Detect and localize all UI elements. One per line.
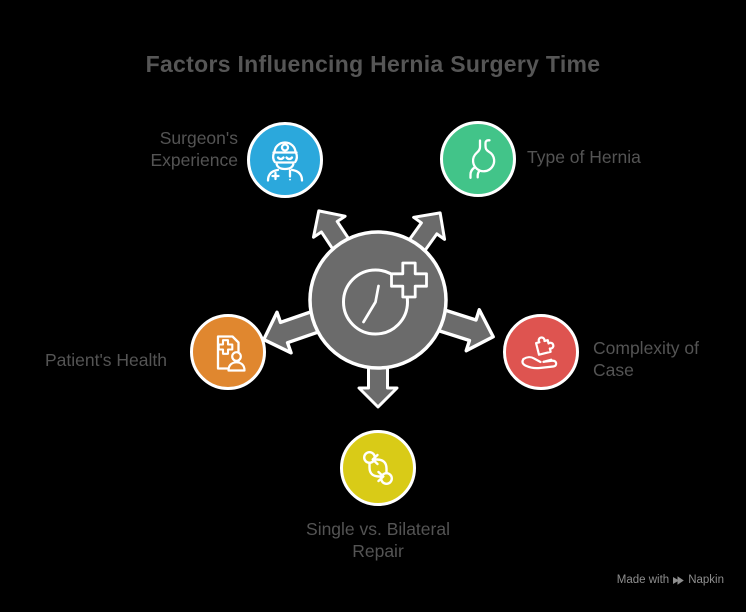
- label-line: Repair: [352, 541, 404, 561]
- label-line: Case: [593, 360, 634, 380]
- label-line: Experience: [150, 150, 238, 170]
- hub-graphic: [262, 209, 495, 409]
- node-type-of-hernia: [440, 121, 516, 197]
- hub-circle: [308, 230, 448, 370]
- label-line: Single vs. Bilateral: [306, 519, 450, 539]
- stomach-icon: [469, 139, 496, 179]
- label-type-of-hernia: Type of Hernia: [527, 146, 641, 168]
- page-title: Factors Influencing Hernia Surgery Time: [145, 51, 601, 77]
- swap-arrows-icon: [362, 450, 394, 486]
- node-single-vs-bilateral-repair: [340, 430, 416, 506]
- label-line: Patient's Health: [44, 350, 167, 370]
- node-circle: [503, 314, 579, 390]
- label-line: Surgeon's: [159, 128, 238, 148]
- napkin-logo-icon: [673, 575, 684, 586]
- label-line: Type of Hernia: [527, 147, 641, 167]
- node-complexity-of-case: [503, 314, 579, 390]
- medical-record-icon: [216, 335, 246, 372]
- label-complexity-of-case: Complexity of Case: [593, 337, 699, 381]
- node-surgeons-experience: [247, 122, 323, 198]
- node-circle: [440, 121, 516, 197]
- node-circle: [247, 122, 323, 198]
- label-patients-health: Patient's Health: [45, 349, 167, 371]
- clock-plus-icon: [342, 261, 428, 336]
- watermark-brand: Napkin: [688, 574, 724, 586]
- made-with-napkin-watermark: Made with Napkin: [617, 574, 724, 586]
- watermark-prefix: Made with: [616, 574, 670, 586]
- hand-puzzle-icon: [521, 336, 558, 370]
- central-hub: [238, 180, 518, 425]
- label-surgeons-experience: Surgeon's Experience: [150, 127, 238, 171]
- surgeon-icon: [266, 141, 304, 182]
- node-circle: [340, 430, 416, 506]
- node-patients-health: [190, 314, 266, 390]
- label-single-vs-bilateral-repair: Single vs. Bilateral Repair: [228, 518, 528, 562]
- label-line: Complexity of: [593, 338, 700, 358]
